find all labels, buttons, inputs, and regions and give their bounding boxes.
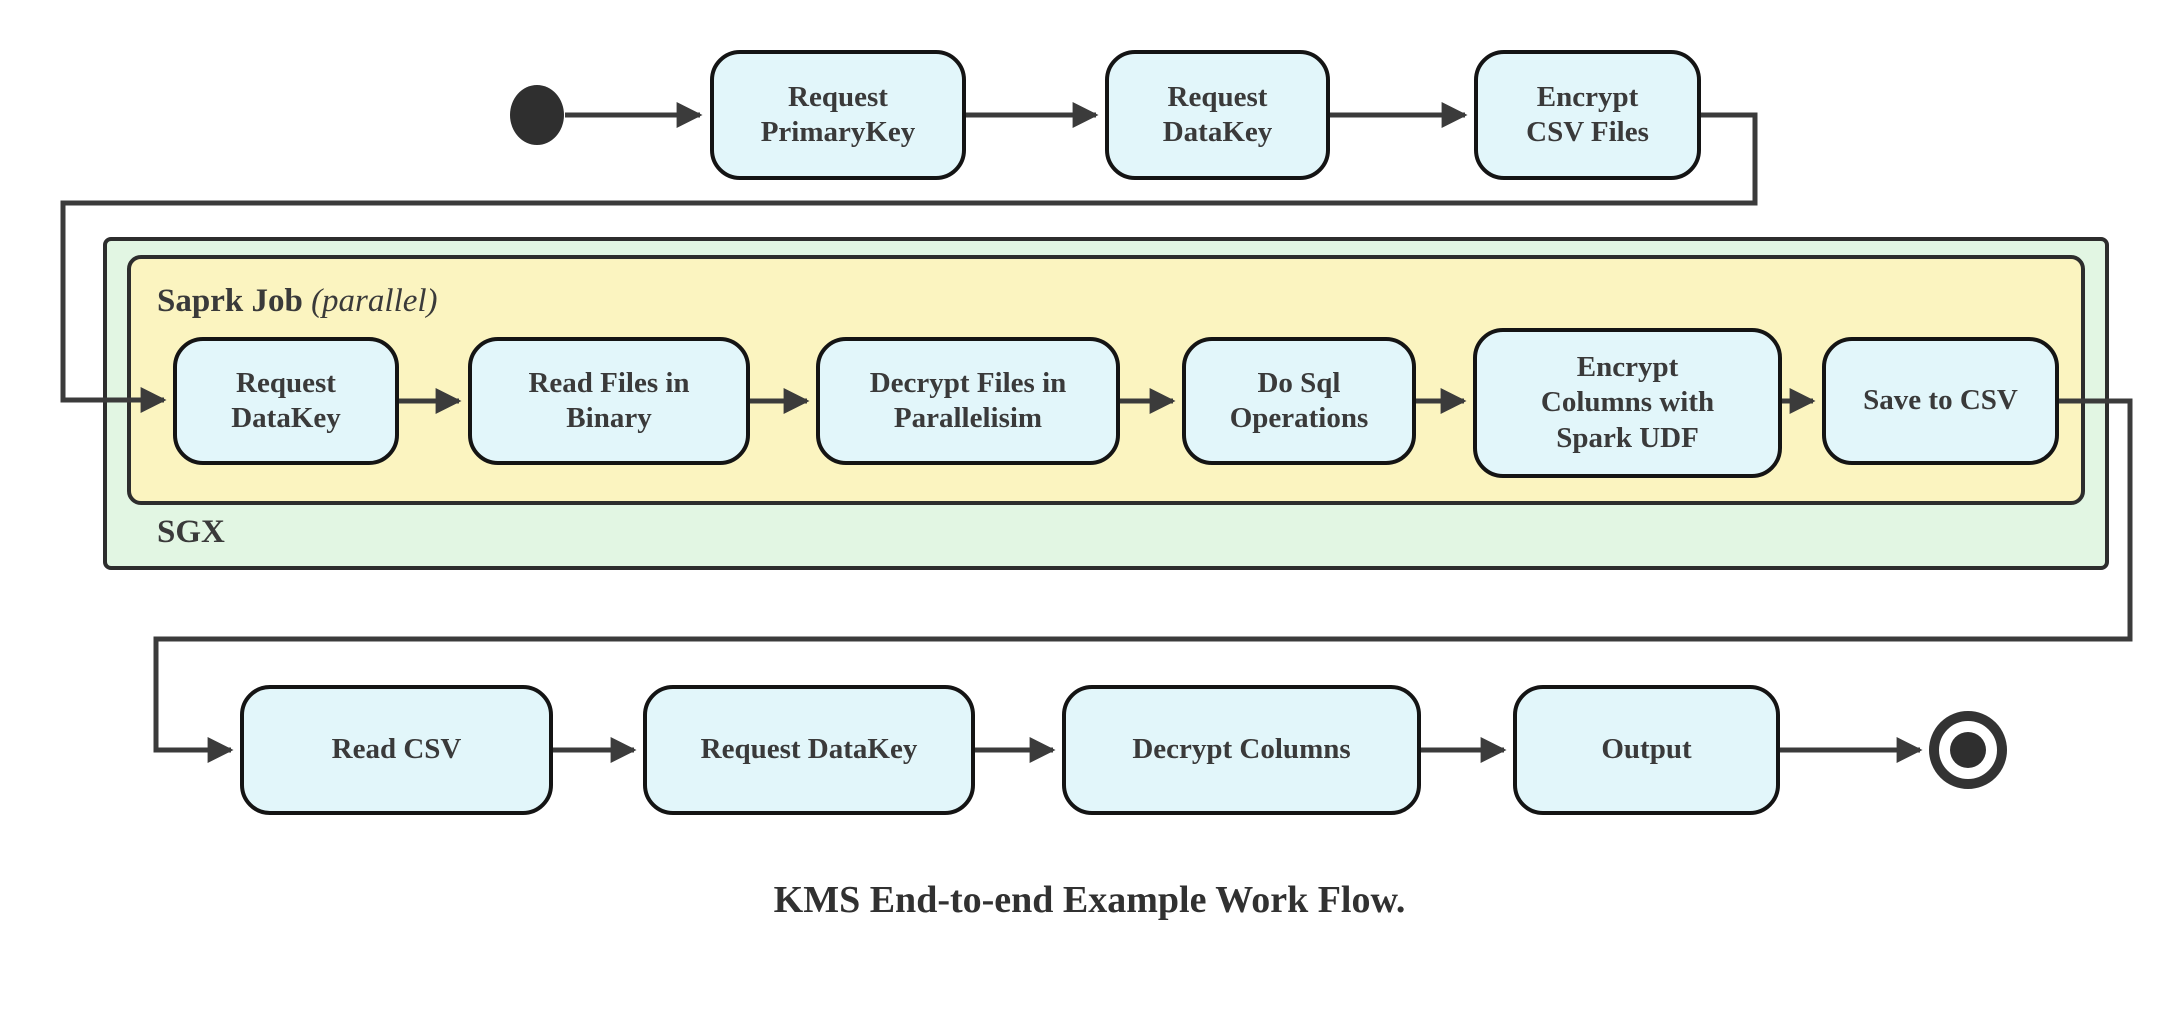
activity-output: Output: [1513, 685, 1780, 815]
connector-encrypt-csv-to-spark-request-datakey: [60, 112, 1758, 413]
diagram-title: KMS End-to-end Example Work Flow.: [773, 879, 1406, 921]
spark-job-label-group: Saprk Job (parallel): [157, 283, 438, 320]
activity-do-sql-operations: Do Sql Operations: [1182, 337, 1416, 465]
spark-job-label: Saprk Job: [157, 283, 303, 319]
start-node: [510, 85, 564, 145]
activity-request-datakey-top: Request DataKey: [1105, 50, 1330, 180]
activity-request-datakey-bottom: Request DataKey: [643, 685, 975, 815]
spark-job-qualifier: (parallel): [311, 283, 438, 319]
activity-read-csv: Read CSV: [240, 685, 553, 815]
activity-request-datakey-spark: Request DataKey: [173, 337, 399, 465]
activity-decrypt-files-in-parallelism: Decrypt Files in Parallelisim: [816, 337, 1120, 465]
end-node: [1929, 711, 2007, 789]
activity-decrypt-columns: Decrypt Columns: [1062, 685, 1421, 815]
activity-request-primarykey: Request PrimaryKey: [710, 50, 966, 180]
sgx-label: SGX: [157, 514, 225, 550]
activity-encrypt-csv-files: Encrypt CSV Files: [1474, 50, 1701, 180]
activity-save-to-csv: Save to CSV: [1822, 337, 2059, 465]
activity-encrypt-columns-with-spark-udf: Encrypt Columns with Spark UDF: [1473, 328, 1782, 478]
connector-save-csv-to-read-csv: [153, 398, 2133, 763]
activity-read-files-in-binary: Read Files in Binary: [468, 337, 750, 465]
